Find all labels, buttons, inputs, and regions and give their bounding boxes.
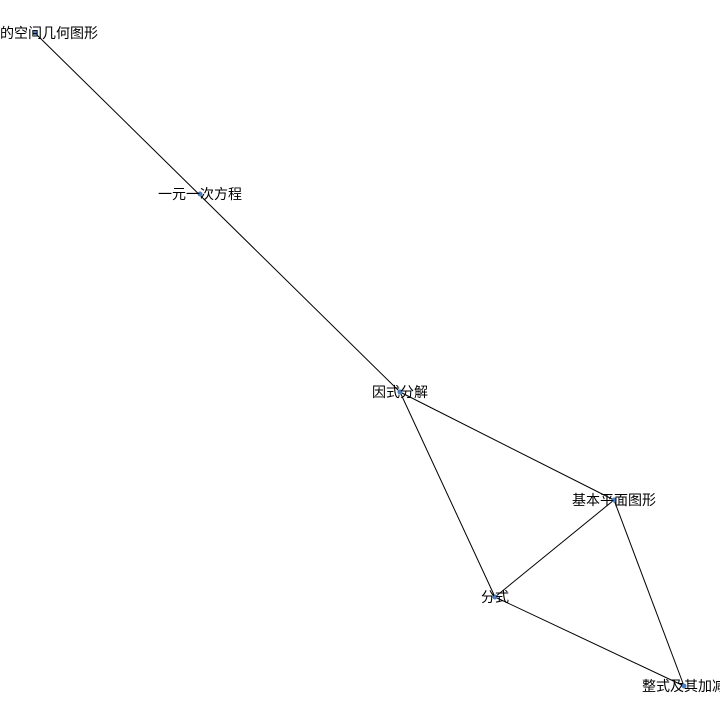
edge-n5-n6 xyxy=(494,596,685,687)
node-label-n6: 整式及其加减 xyxy=(642,679,720,695)
edges-layer xyxy=(34,32,685,687)
node-n5 xyxy=(492,594,498,600)
edge-n1-n3 xyxy=(34,32,401,393)
node-n6 xyxy=(681,683,687,689)
edge-n4-n5 xyxy=(494,499,615,598)
node-n4 xyxy=(611,497,617,503)
edge-n4-n6 xyxy=(613,499,685,687)
edge-n3-n5 xyxy=(399,391,496,598)
node-n1 xyxy=(32,30,38,36)
node-label-n2: 一元一次方程 xyxy=(158,187,242,203)
node-n3 xyxy=(397,389,403,395)
edge-n3-n4 xyxy=(399,391,615,501)
node-label-n1: 简单的空间几何图形 xyxy=(0,25,98,42)
node-label-n3: 因式分解 xyxy=(372,385,428,401)
node-label-n4: 基本平面图形 xyxy=(572,492,656,509)
labels-layer: 简单的空间几何图形 一元一次方程 因式分解 基本平面图形 分式 整式及其加减 xyxy=(0,25,720,695)
node-n2 xyxy=(197,191,203,197)
node-label-n5: 分式 xyxy=(481,590,509,606)
nodes-layer xyxy=(32,30,687,689)
